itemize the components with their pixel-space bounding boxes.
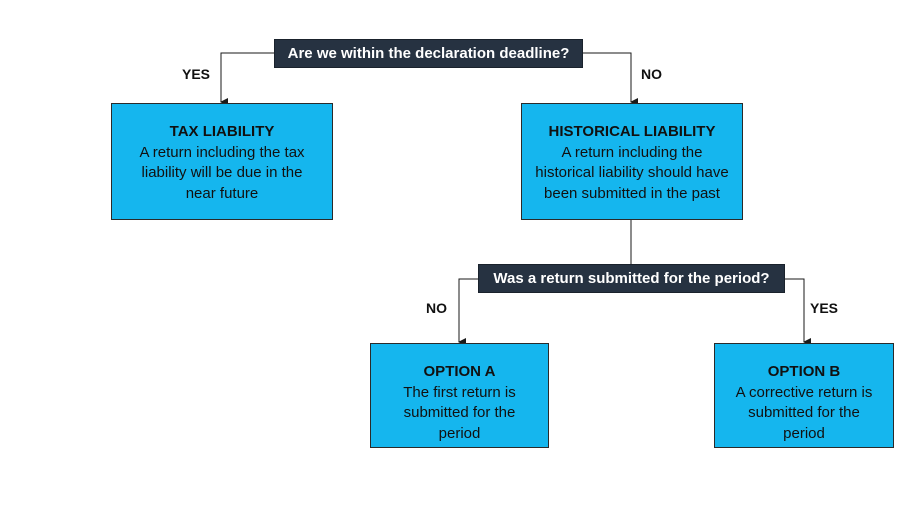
outcome-tax-liability: TAX LIABILITY A return including the tax… [111, 103, 333, 220]
outcome-tax-liability-line-3: near future [185, 184, 259, 202]
outcome-tax-liability-line-1: A return including the tax [139, 143, 305, 161]
connector-submitted-no [458, 278, 478, 346]
branch-label-deadline-yes: YES [182, 66, 211, 82]
branch-label-submitted-yes: YES [810, 300, 839, 316]
branch-label-deadline-no: NO [641, 66, 662, 82]
decision-return-submitted-label: Was a return submitted for the period? [493, 270, 770, 287]
outcome-option-a: OPTION A The first return is submitted f… [370, 343, 549, 448]
connector-deadline-no [583, 52, 638, 106]
outcome-historical-liability: HISTORICAL LIABILITY A return including … [521, 103, 743, 220]
decision-return-submitted: Was a return submitted for the period? [478, 264, 785, 293]
connector-deadline-yes [220, 52, 274, 106]
outcome-option-a-line-3: period [438, 424, 481, 442]
outcome-historical-liability-line-2: historical liability should have [535, 164, 729, 181]
outcome-tax-liability-title: TAX LIABILITY [169, 123, 275, 140]
outcome-historical-liability-title: HISTORICAL LIABILITY [548, 123, 716, 140]
outcome-option-b-line-2: submitted for the [748, 404, 860, 421]
outcome-option-b: OPTION B A corrective return is submitte… [714, 343, 894, 448]
outcome-historical-liability-line-3: been submitted in the past [544, 184, 720, 202]
connector-submitted-yes [785, 278, 811, 346]
outcome-option-b-title: OPTION B [767, 363, 841, 380]
outcome-tax-liability-line-2: liability will be due in the [141, 164, 303, 181]
branch-label-submitted-no: NO [426, 300, 447, 316]
outcome-option-a-title: OPTION A [423, 363, 496, 380]
decision-deadline: Are we within the declaration deadline? [274, 39, 583, 68]
decision-deadline-label: Are we within the declaration deadline? [287, 45, 570, 62]
outcome-option-a-line-2: submitted for the [403, 404, 516, 421]
outcome-option-b-line-3: period [783, 424, 825, 442]
outcome-historical-liability-line-1: A return including the [561, 143, 703, 161]
outcome-option-a-line-1: The first return is [403, 383, 516, 401]
outcome-option-b-line-1: A corrective return is [735, 383, 873, 401]
